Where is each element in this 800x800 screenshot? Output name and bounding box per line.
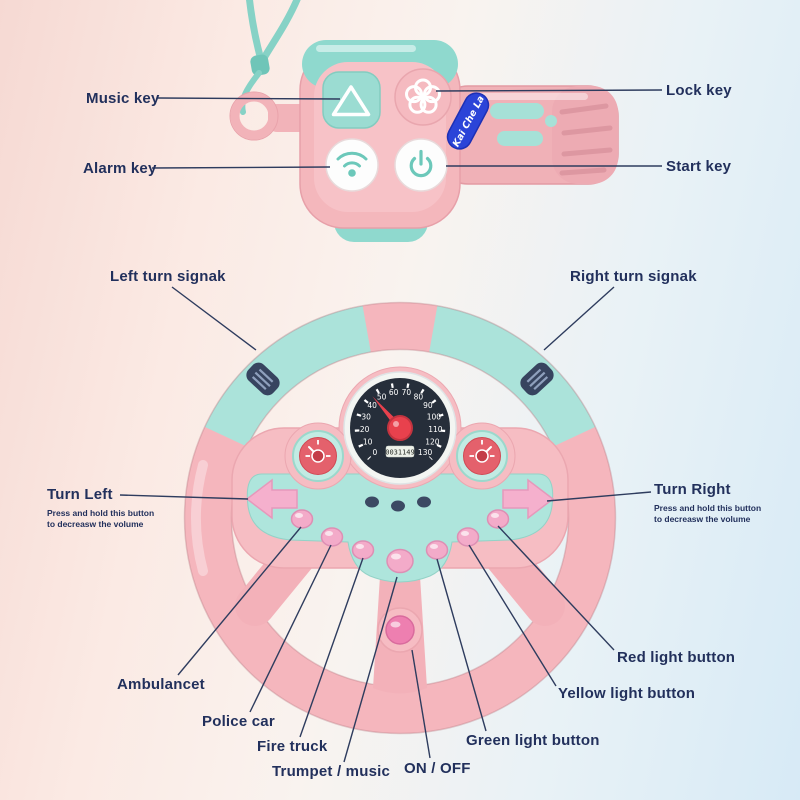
label-yellow-light: Yellow light button	[558, 685, 696, 702]
leader-line-red	[497, 525, 615, 651]
right-mini-gauge	[456, 430, 508, 482]
red-light-button	[486, 509, 510, 529]
leader-line-turn-right	[546, 491, 652, 502]
green-light-button	[425, 540, 449, 560]
leader-line-trumpet	[343, 576, 398, 763]
yellow-light-button	[456, 527, 480, 547]
odometer-value: 0031149	[385, 449, 415, 457]
tick-70: 70	[402, 388, 412, 397]
left-mini-gauge	[292, 430, 344, 482]
leader-line-music	[157, 97, 341, 100]
leader-line-right-signal	[543, 286, 615, 351]
leader-line-alarm	[151, 166, 331, 169]
leader-line-ambulance	[177, 526, 302, 676]
leader-line-police	[249, 544, 332, 713]
alarm-key-button	[325, 138, 379, 192]
label-music-key: Music key	[86, 90, 160, 107]
label-red-light: Red light button	[617, 649, 736, 666]
label-turn-left-note: Press and hold this button to decreasw t…	[47, 508, 154, 529]
note-line-1: Press and hold this button	[47, 508, 155, 518]
onoff-button	[377, 607, 423, 653]
label-turn-right: Turn Right	[654, 481, 731, 498]
tick-90: 90	[423, 401, 433, 410]
leader-line-turn-left	[119, 494, 249, 500]
police-car-button	[320, 527, 344, 547]
tick-80: 80	[414, 393, 424, 402]
turn-left-arrow-button	[245, 478, 298, 520]
label-trumpet-music: Trumpet / music	[272, 763, 391, 780]
label-fire-truck: Fire truck	[257, 738, 328, 755]
leader-line-lock	[435, 89, 663, 92]
leader-lines	[119, 89, 663, 763]
trumpet-music-button	[386, 548, 414, 574]
label-left-turn-signal: Left turn signak	[110, 268, 226, 285]
label-right-turn-signal: Right turn signak	[570, 268, 697, 285]
leader-line-fire	[299, 557, 364, 738]
key-shaft	[437, 85, 619, 185]
tick-10: 10	[363, 438, 373, 447]
fire-truck-button	[351, 540, 375, 560]
right-turn-signal-grille	[520, 362, 554, 396]
label-start-key: Start key	[666, 158, 732, 175]
power-icon	[409, 149, 433, 178]
left-turn-signal-grille	[246, 362, 280, 396]
tick-40: 40	[367, 401, 377, 410]
label-police-car: Police car	[202, 713, 275, 730]
wheel-rim	[183, 301, 617, 735]
note-line-1: Press and hold this button	[654, 503, 762, 513]
right-turn-signal-segment	[428, 305, 596, 448]
console-faceplate	[246, 473, 554, 583]
turn-right-arrow-button	[502, 478, 555, 520]
tick-50: 50	[377, 393, 387, 402]
tick-120: 120	[425, 438, 440, 447]
tick-30: 30	[361, 413, 371, 422]
label-turn-right-note: Press and hold this button to decreasw t…	[654, 503, 761, 524]
mini-dark-buttons	[365, 496, 431, 512]
tick-60: 60	[389, 388, 399, 397]
label-ambulance: Ambulancet	[117, 676, 205, 693]
lock-key-button	[394, 68, 452, 126]
label-green-light: Green light button	[466, 732, 600, 749]
speedometer-ticks	[354, 382, 446, 460]
tick-110: 110	[428, 425, 443, 434]
leader-line-green	[436, 558, 487, 732]
leader-line-left-signal	[171, 286, 257, 351]
left-turn-signal-segment	[204, 305, 372, 448]
signal-icon	[336, 151, 368, 177]
leader-line-yellow	[468, 544, 557, 687]
tick-20: 20	[360, 425, 370, 434]
tick-130: 130	[418, 448, 433, 457]
triangle-icon	[331, 85, 371, 117]
start-key-button	[394, 138, 448, 192]
key-shaft-ridges	[559, 103, 613, 176]
label-on-off: ON / OFF	[404, 760, 471, 777]
leader-line-onoff	[411, 649, 431, 759]
tick-0: 0	[373, 448, 378, 457]
label-lock-key: Lock key	[666, 82, 732, 99]
label-alarm-key: Alarm key	[83, 160, 157, 177]
key-fob: Kai Che La	[229, 0, 619, 242]
steering-wheel: 0 10 20 30 40 50 60 70 80 90 100 110 120…	[183, 301, 617, 735]
odometer	[385, 445, 415, 458]
note-line-2: to decreasw the volume	[654, 513, 751, 524]
label-turn-left: Turn Left	[47, 486, 113, 503]
tick-100: 100	[427, 413, 442, 422]
speedometer: 0 10 20 30 40 50 60 70 80 90 100 110 120…	[343, 371, 457, 485]
music-key-button	[322, 71, 381, 129]
note-line-2: to decreasw the volume	[47, 518, 144, 529]
ambulance-button	[290, 509, 314, 529]
fob-body	[299, 40, 461, 242]
